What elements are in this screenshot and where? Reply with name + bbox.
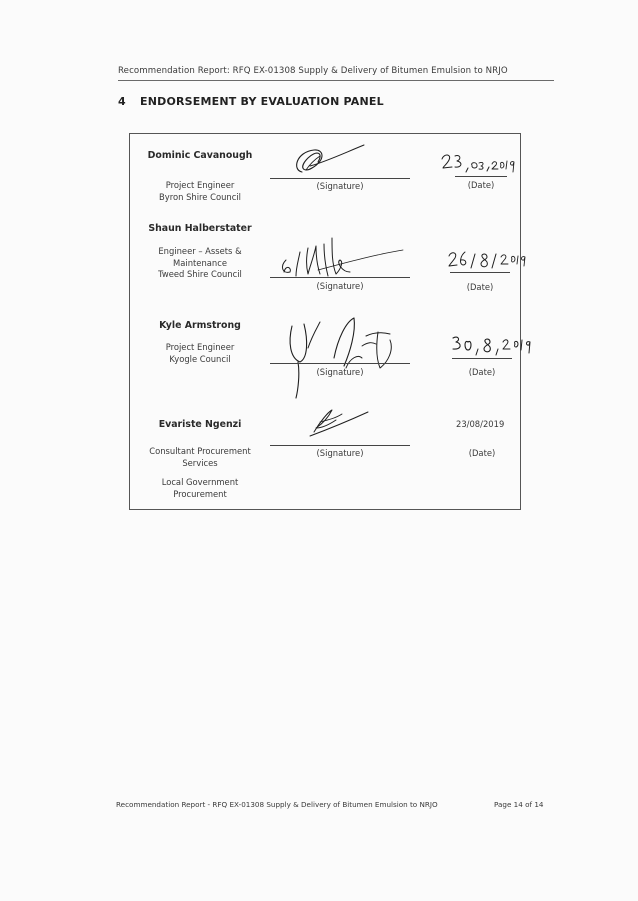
handwritten-date <box>450 333 532 361</box>
signature-line <box>270 445 410 446</box>
page-footer: Recommendation Report - RFQ EX-01308 Sup… <box>116 800 438 809</box>
signature-image <box>289 317 392 399</box>
handwritten-date <box>447 248 527 274</box>
signature-caption: (Signature) <box>316 367 364 377</box>
member-role: Consultant Procurement Services Local Go… <box>149 446 251 499</box>
member-role: Project Engineer Byron Shire Council <box>159 180 241 202</box>
date-caption: (Date) <box>466 282 494 292</box>
date-line <box>455 176 507 177</box>
date-line <box>450 272 510 273</box>
member-role: Engineer – Assets & Maintenance Tweed Sh… <box>158 246 242 279</box>
typed-date: 23/08/2019 <box>456 419 505 429</box>
signature-image <box>309 409 369 437</box>
signature-caption: (Signature) <box>316 281 364 291</box>
page-number: Page 14 of 14 <box>494 800 544 809</box>
endorsement-panel <box>129 133 521 510</box>
handwritten-date <box>440 151 518 177</box>
signature-line <box>270 363 410 364</box>
signature-caption: (Signature) <box>316 181 364 191</box>
section-number: 4 <box>118 95 126 108</box>
member-name: Shaun Halberstater <box>148 223 252 234</box>
date-line <box>452 358 512 359</box>
member-name: Kyle Armstrong <box>159 320 241 331</box>
member-name: Evariste Ngenzi <box>158 419 242 430</box>
section-title: ENDORSEMENT BY EVALUATION PANEL <box>140 95 384 108</box>
signature-line <box>270 277 410 278</box>
signature-image <box>282 237 404 277</box>
date-caption: (Date) <box>468 367 496 377</box>
running-header: Recommendation Report: RFQ EX-01308 Supp… <box>118 66 508 76</box>
date-caption: (Date) <box>468 448 496 458</box>
member-name: Dominic Cavanough <box>147 150 253 161</box>
signature-line <box>270 178 410 179</box>
header-rule <box>118 80 554 81</box>
date-caption: (Date) <box>467 180 495 190</box>
signature-image <box>296 144 365 173</box>
signature-caption: (Signature) <box>316 448 364 458</box>
member-role: Project Engineer Kyogle Council <box>165 342 235 364</box>
